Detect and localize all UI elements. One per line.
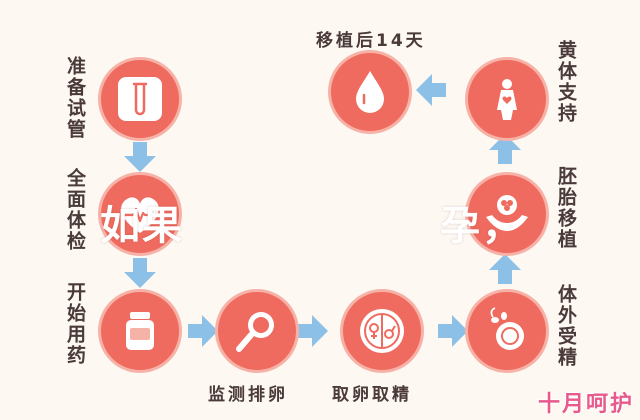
step-label-embryo-transfer: 胚胎移植 xyxy=(555,166,577,250)
step-node-embryo-transfer xyxy=(465,172,549,256)
overlay-text-left: 如果 xyxy=(100,203,184,249)
watermark-logo: 十月呵护 xyxy=(537,392,634,417)
step-node-monitor-ovulation xyxy=(215,289,299,373)
step-node-post-transfer-14d xyxy=(328,50,412,134)
step-label-post-transfer-14d: 移植后14天 xyxy=(316,31,426,51)
pregnant-woman-icon xyxy=(497,79,517,120)
step-label-prep-tube: 准备试管 xyxy=(64,56,86,140)
step-node-start-medication xyxy=(98,289,182,373)
overlay-text-right: 孕， xyxy=(440,203,524,249)
step-label-monitor-ovulation: 监测排卵 xyxy=(208,385,288,405)
step-label-start-medication: 开始用药 xyxy=(64,282,86,366)
step-node-luteal-support xyxy=(465,57,549,141)
magnifier-icon xyxy=(236,312,274,352)
arrow-down-2 xyxy=(124,258,156,288)
step-node-prep-tube xyxy=(98,57,182,141)
step-node-ivf xyxy=(465,289,549,373)
step-label-ivf: 体外受精 xyxy=(555,284,577,368)
step-label-full-checkup: 全面体检 xyxy=(64,168,86,252)
step-label-egg-sperm-retrieval: 取卵取精 xyxy=(332,385,412,405)
gender-symbols-icon xyxy=(360,309,404,353)
heart-icon xyxy=(121,197,159,233)
sperm-egg-icon xyxy=(490,307,524,350)
arrow-left-1 xyxy=(416,74,446,106)
arrow-right-1 xyxy=(188,315,218,347)
arrow-right-2 xyxy=(298,315,328,347)
embryo-hands-icon xyxy=(486,195,528,231)
blood-drop-icon xyxy=(356,71,384,113)
step-label-luteal-support: 黄体支持 xyxy=(555,40,577,124)
step-node-egg-sperm-retrieval xyxy=(340,289,424,373)
pill-bottle-icon xyxy=(126,312,154,350)
step-node-full-checkup xyxy=(98,172,182,256)
test-tube-icon xyxy=(118,77,162,121)
arrow-up-2 xyxy=(489,134,521,164)
arrow-up-1 xyxy=(489,254,521,284)
arrow-down-1 xyxy=(124,142,156,172)
arrow-right-3 xyxy=(438,315,468,347)
